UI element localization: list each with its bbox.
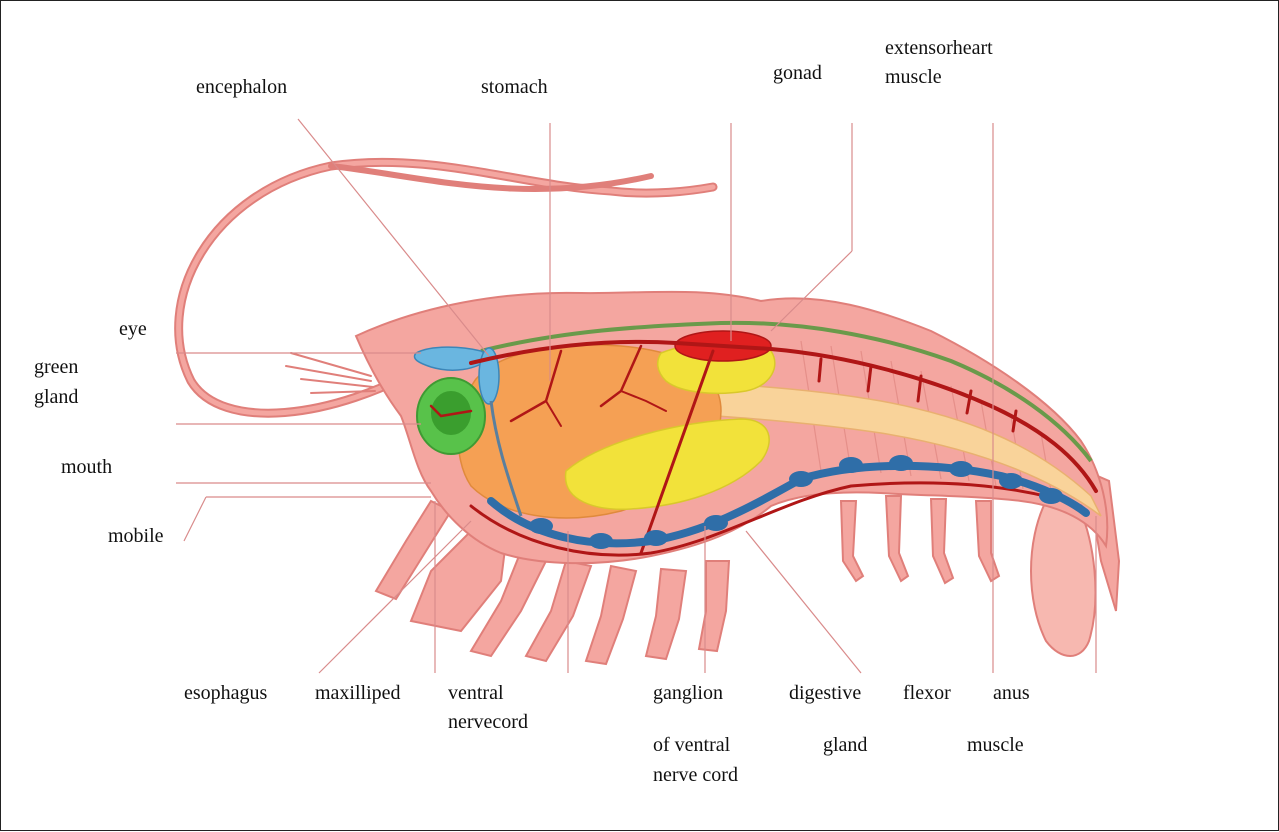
label-eye: eye <box>119 318 147 340</box>
label-mobile: mobile <box>108 525 164 547</box>
label-green-gland-line1: green <box>34 356 78 378</box>
label-digestive-line2: gland <box>823 734 867 756</box>
label-stomach: stomach <box>481 76 548 98</box>
label-anus: anus <box>993 682 1030 704</box>
label-esophagus: esophagus <box>184 682 268 704</box>
label-mouth: mouth <box>61 456 112 478</box>
label-ventral-line2: nervecord <box>448 711 528 733</box>
swimmeret-4 <box>976 501 999 581</box>
swimmeret-1 <box>841 501 863 581</box>
swimmeret-2 <box>886 496 908 581</box>
label-extensor-line2: muscle <box>885 66 942 88</box>
label-gonad: gonad <box>773 62 822 84</box>
label-encephalon: encephalon <box>196 76 287 98</box>
label-ganglion-line2: of ventral <box>653 734 731 756</box>
label-maxilliped: maxilliped <box>315 682 401 704</box>
antennule-1 <box>291 353 371 376</box>
antennule-2 <box>286 366 371 381</box>
walking-leg-3 <box>586 566 636 664</box>
label-extensor-line1: extensorheart <box>885 37 993 59</box>
label-flexor-muscle: muscle <box>967 734 1024 756</box>
label-flexor: flexor <box>903 682 951 704</box>
label-ventral-line1: ventral <box>448 682 504 704</box>
label-ganglion-line1: ganglion <box>653 682 723 704</box>
label-green-gland-line2: gland <box>34 386 78 408</box>
walking-leg-4 <box>646 569 686 659</box>
swimmeret-3 <box>931 499 953 583</box>
leader-mobile <box>184 497 206 541</box>
label-ganglion-line3: nerve cord <box>653 764 738 786</box>
walking-leg-5 <box>699 561 729 651</box>
label-digestive-line1: digestive <box>789 682 861 704</box>
